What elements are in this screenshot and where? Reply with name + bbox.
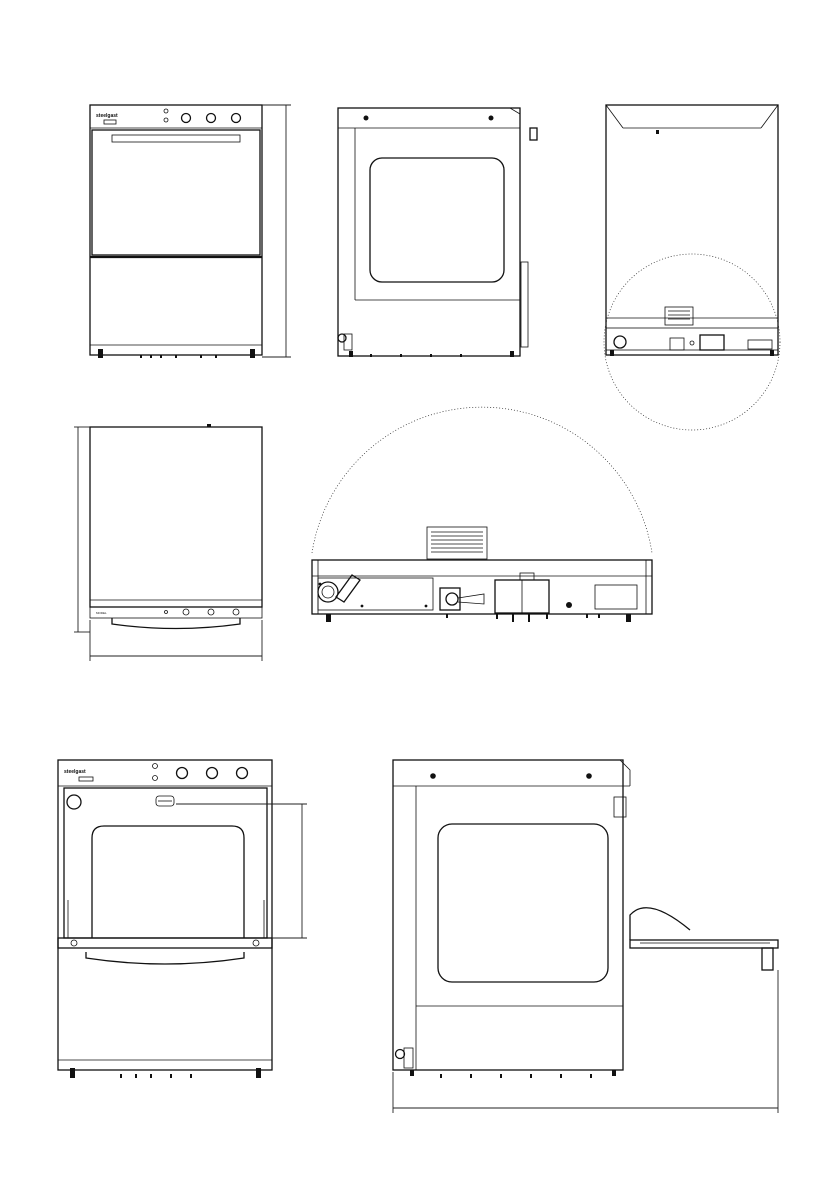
open-side-body-outline [393, 760, 623, 1070]
control-knob [207, 114, 216, 123]
foot [250, 349, 255, 358]
top-body-outline [90, 427, 262, 607]
water-inlet [440, 588, 460, 610]
brand-logo-open: steelgast [64, 769, 86, 775]
control-knobs-open [153, 764, 248, 781]
open-door-handle-side [762, 948, 773, 970]
wash-chamber [64, 788, 267, 938]
front-door [92, 130, 260, 255]
indicator-light [153, 776, 158, 781]
control-knob [182, 114, 191, 123]
width-dimension [90, 620, 262, 661]
open-door-edge [58, 938, 272, 948]
side-view [338, 108, 537, 357]
control-knobs [164, 109, 241, 123]
panel-label: MODEL [96, 611, 107, 615]
top-view: MODEL [74, 424, 262, 661]
detail-arc [312, 407, 652, 553]
rear-body-outline [606, 105, 778, 355]
front-body-outline [90, 105, 262, 355]
open-side-window [438, 824, 608, 982]
control-knob [207, 768, 218, 779]
indicator-light [153, 764, 158, 769]
control-knob [237, 768, 248, 779]
open-door-panel [630, 940, 778, 948]
control-knob [177, 768, 188, 779]
rear-view [604, 105, 780, 430]
rating-plate [665, 307, 693, 325]
side-window [370, 158, 504, 282]
front-view-closed: steelgast [90, 105, 291, 358]
foot [98, 349, 103, 358]
door-handle [112, 135, 240, 142]
side-body-outline [338, 108, 520, 356]
open-front-body-outline [58, 760, 272, 1070]
brand-logo-text-open: steelgast [64, 769, 86, 775]
opening-height-dimension [176, 804, 307, 938]
depth-dimension [74, 427, 90, 632]
detail-circle [604, 254, 780, 430]
indicator-light [164, 109, 168, 113]
side-view-open [393, 760, 778, 1113]
indicator-light [164, 118, 168, 122]
overall-depth-dimension [393, 970, 778, 1113]
brand-logo-text: steelgast [96, 113, 118, 119]
rack-guide [92, 826, 244, 938]
open-door-handle [86, 952, 244, 964]
front-view-open: steelgast [58, 760, 307, 1078]
drain-hose-connector [318, 582, 338, 602]
rear-detail-view [312, 407, 652, 622]
height-dimension [262, 105, 291, 357]
rinse-dispenser [67, 795, 81, 809]
door-hinge [630, 908, 690, 940]
brand-logo: steelgast [96, 113, 118, 119]
control-knob [232, 114, 241, 123]
top-door-handle [112, 618, 240, 629]
